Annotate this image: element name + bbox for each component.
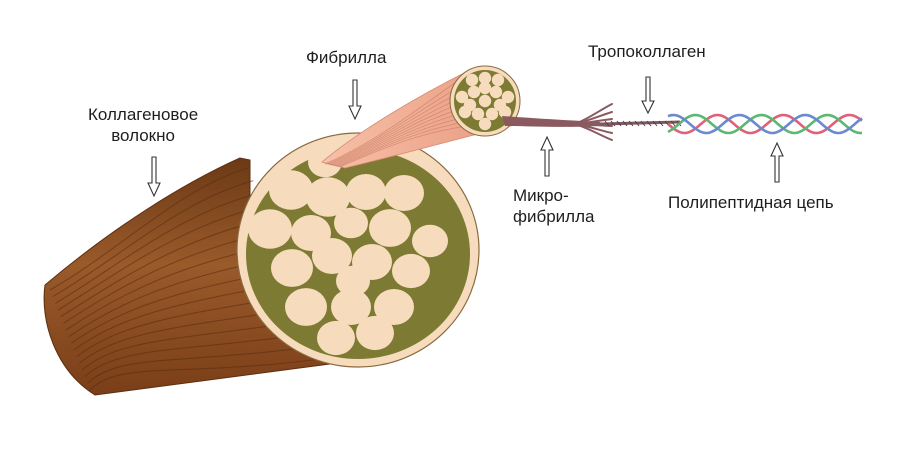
arrow-up-microfibril xyxy=(540,135,554,177)
label-collagen-fiber: Коллагеновое волокно xyxy=(88,104,198,146)
arrow-down-tropocollagen xyxy=(641,76,655,115)
fiber-cross-section xyxy=(236,132,480,368)
label-fibril: Фибрилла xyxy=(306,48,387,67)
label-microfibril: Микро- фибрилла xyxy=(513,185,594,227)
arrow-up-polypeptide xyxy=(770,141,784,183)
polypeptide-chain-green xyxy=(667,113,863,135)
label-microfibril-line2: фибрилла xyxy=(513,207,595,226)
tropocollagen xyxy=(599,120,682,127)
label-collagen-fiber-line1: Коллагеновое xyxy=(88,105,199,124)
fibril-end-section xyxy=(449,65,521,137)
polypeptide-chain-red xyxy=(667,113,863,135)
label-microfibril-line1: Микро- xyxy=(513,186,569,205)
microfibril-cross-sections xyxy=(455,71,515,131)
label-tropocollagen: Тропоколлаген xyxy=(588,42,706,61)
arrow-down-collagen-fiber xyxy=(147,156,161,198)
label-polypeptide-chain: Полипептидная цепь xyxy=(668,193,834,212)
arrow-down-fibril xyxy=(348,79,362,121)
polypeptide-chain-blue xyxy=(667,113,863,135)
polypeptide-chains xyxy=(667,113,863,135)
label-collagen-fiber-line2: волокно xyxy=(111,126,175,145)
